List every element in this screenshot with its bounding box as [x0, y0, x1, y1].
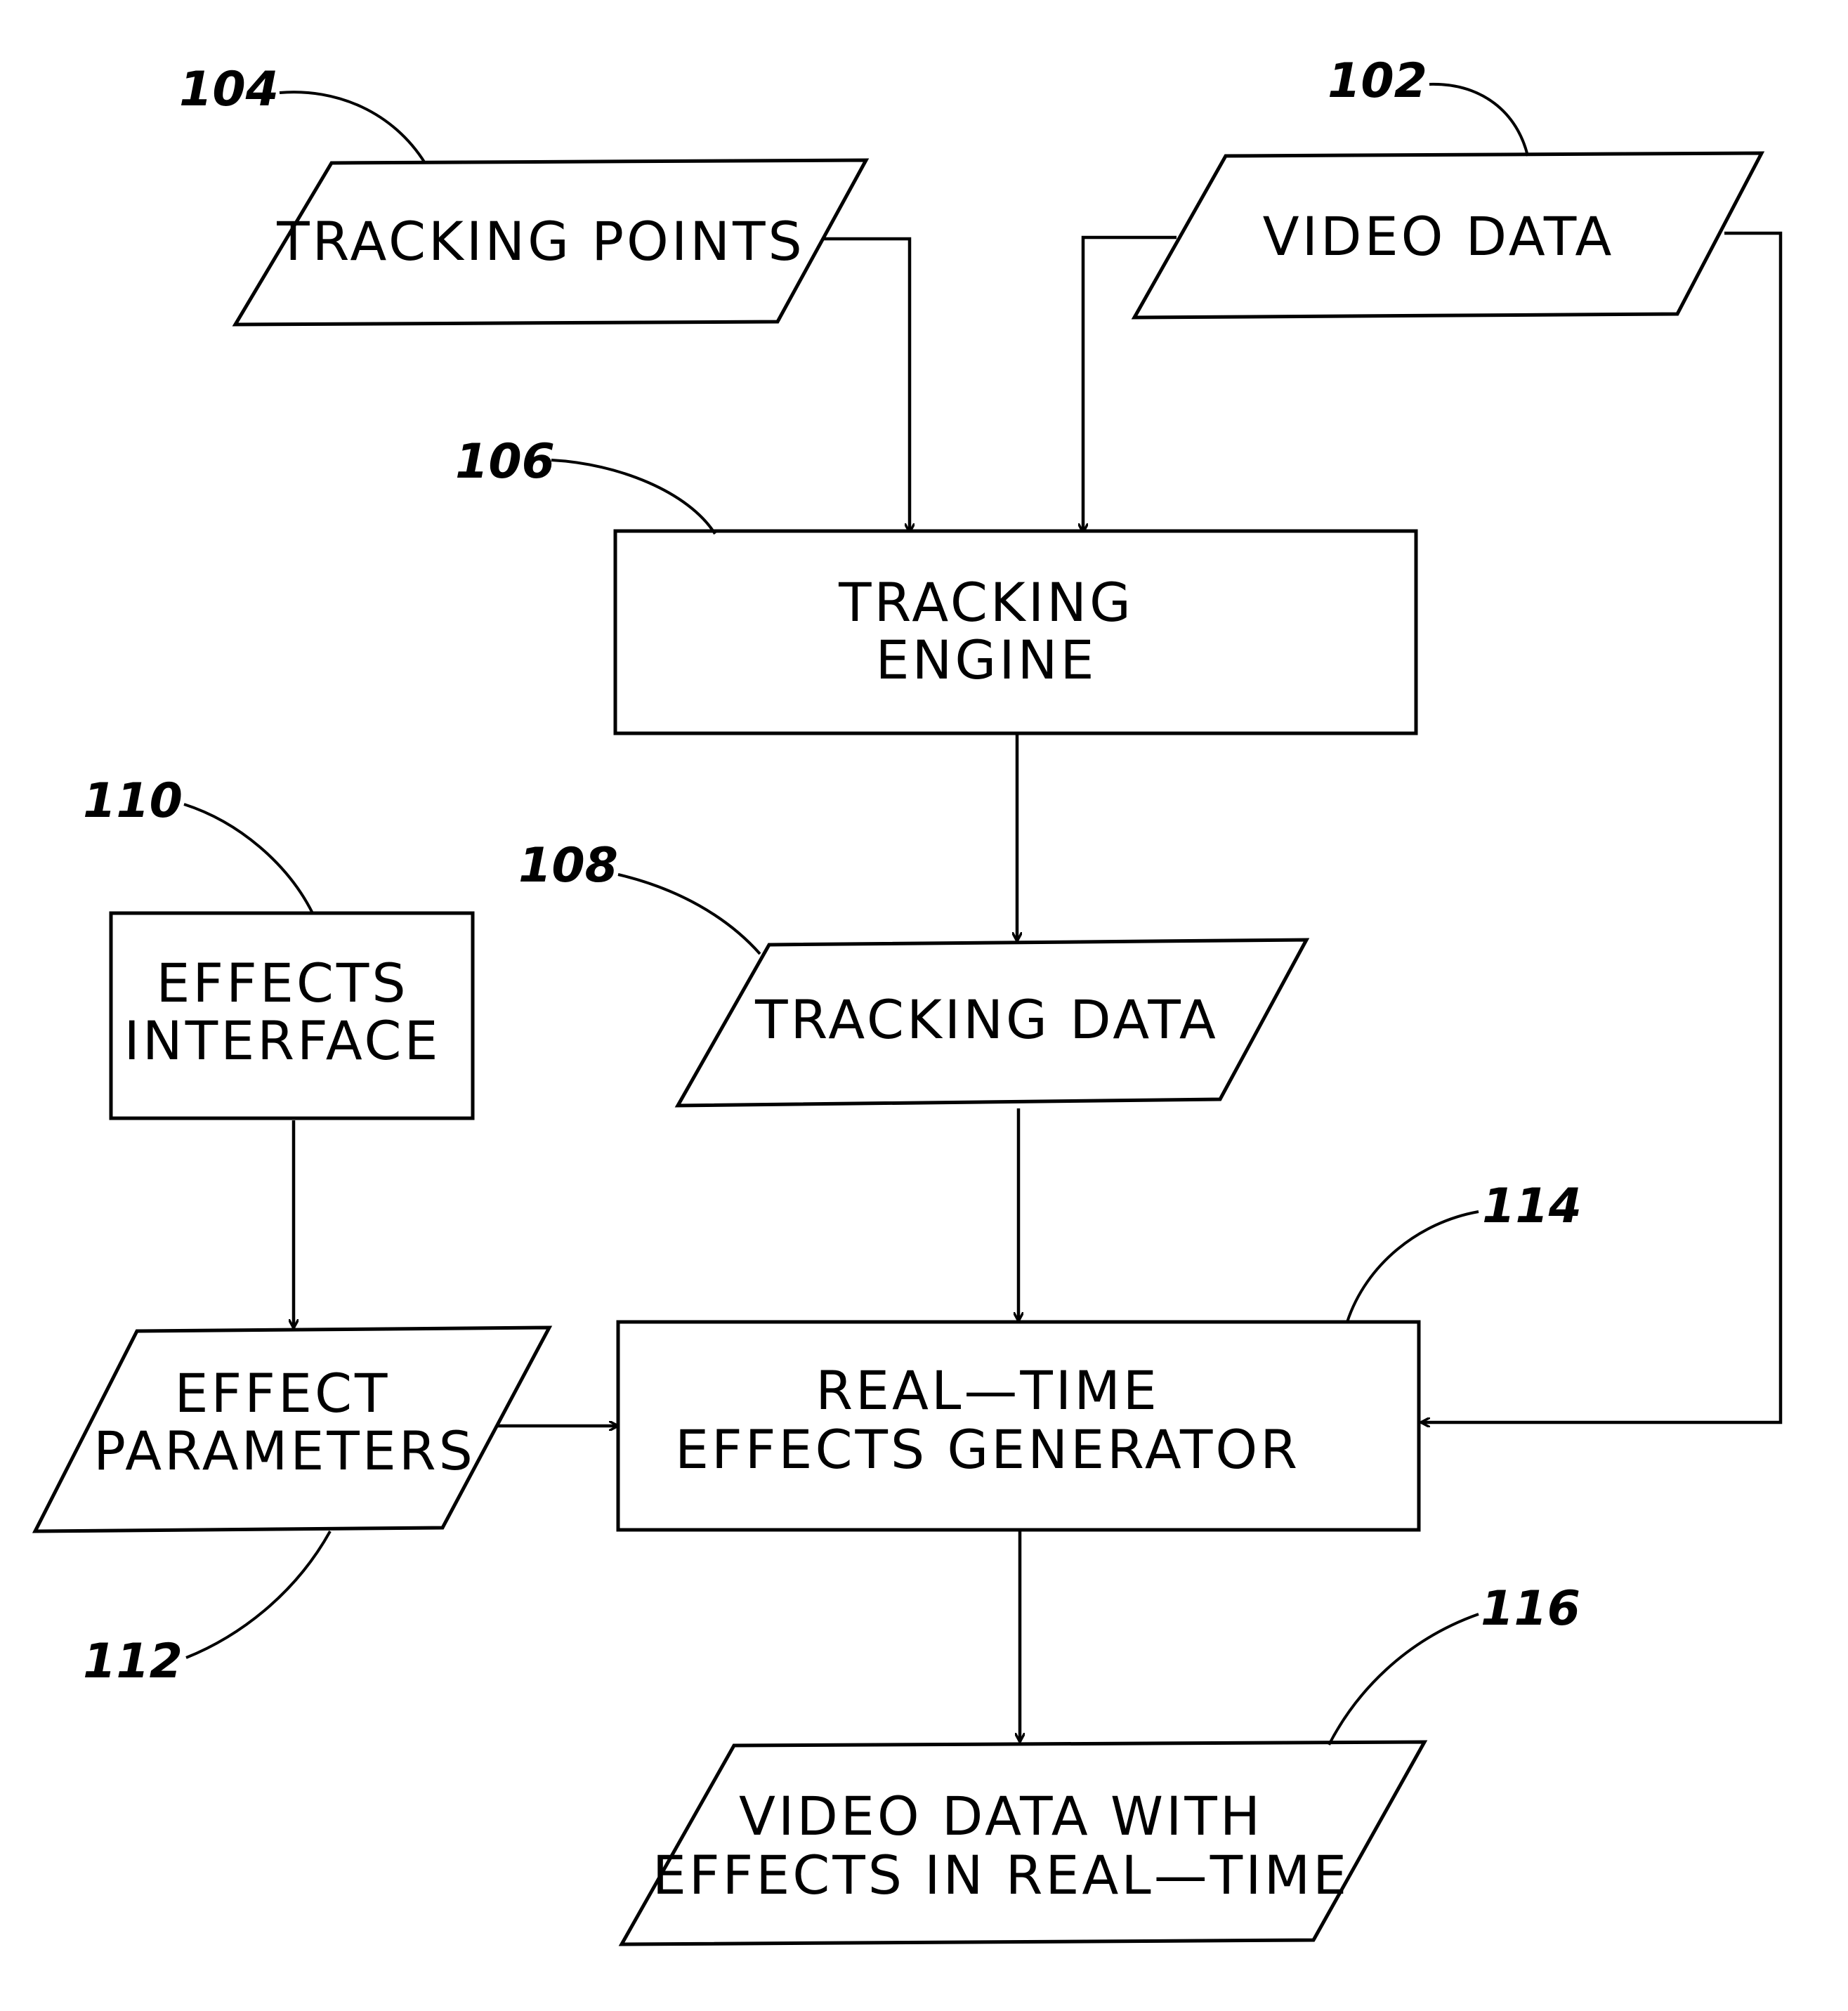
output-video-label-line-1: VIDEO DATA WITH [739, 1785, 1263, 1847]
ref-110-leader [184, 804, 313, 913]
edge-tracking-points-to-engine [808, 239, 910, 532]
tracking-data-label: TRACKING DATA [754, 988, 1219, 1051]
ref-116: 116 [1481, 1581, 1580, 1637]
ref-104: 104 [179, 62, 279, 117]
effect-parameters-label-line-2: PARAMETERS [93, 1420, 476, 1482]
ref-102-leader [1429, 84, 1528, 156]
edge-video-data-to-generator [1421, 233, 1781, 1422]
ref-106: 106 [455, 434, 555, 490]
effects-generator-label-line-2: EFFECTS GENERATOR [675, 1418, 1300, 1481]
ref-106-leader [551, 460, 715, 534]
effect-parameters-label-line-1: EFFECT [175, 1362, 391, 1424]
effects-interface-label-line-1: EFFECTS [156, 952, 408, 1014]
ref-104-leader [280, 92, 425, 163]
tracking-engine-label-line-2: ENGINE [875, 629, 1096, 691]
ref-116-leader [1329, 1614, 1479, 1745]
ref-114-leader [1347, 1212, 1479, 1322]
ref-108-leader [618, 875, 760, 954]
ref-102: 102 [1328, 53, 1427, 109]
ref-114: 114 [1482, 1179, 1582, 1234]
ref-110: 110 [83, 773, 183, 829]
tracking-points-label: TRACKING POINTS [276, 210, 805, 273]
ref-112-leader [186, 1531, 330, 1658]
ref-112: 112 [83, 1634, 183, 1689]
ref-108: 108 [518, 838, 618, 893]
effects-interface-label-line-2: INTERFACE [124, 1009, 441, 1072]
effects-generator-label-line-1: REAL—TIME [815, 1359, 1160, 1422]
video-data-label: VIDEO DATA [1263, 205, 1615, 268]
tracking-engine-label-line-1: TRACKING [838, 571, 1134, 634]
output-video-label-line-2: EFFECTS IN REAL—TIME [653, 1844, 1349, 1906]
